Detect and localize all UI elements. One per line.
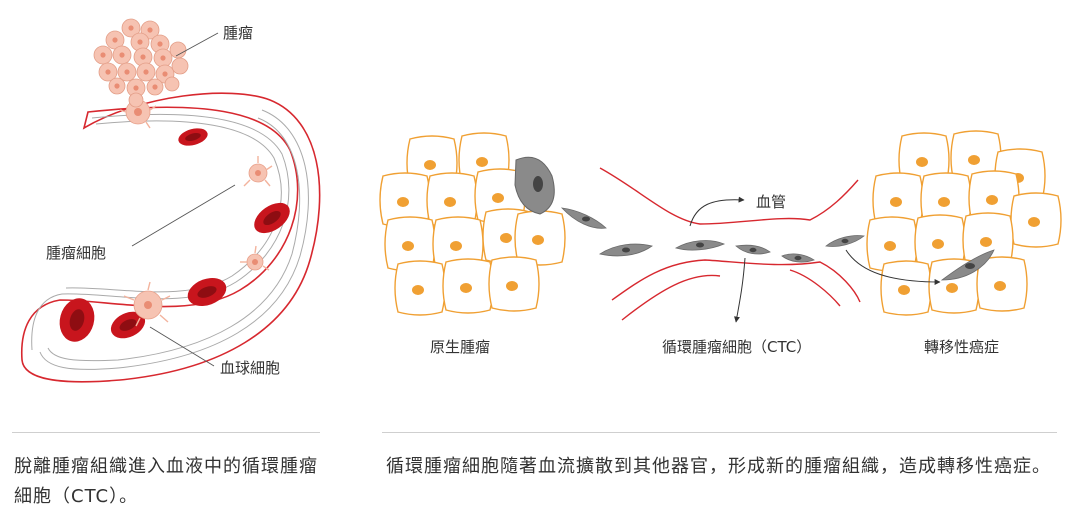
- left-vessel-illustration: 腫瘤 腫瘤細胞 血球細胞: [20, 18, 321, 383]
- label-primary-tumor: 原生腫瘤: [430, 338, 490, 356]
- label-blood-vessel: 血管: [756, 193, 786, 211]
- right-ctc-cells: [560, 207, 865, 263]
- metastatic-tumor-cluster: [866, 130, 1062, 316]
- vessel-outer-wall: [20, 92, 321, 383]
- ctc-arrow: [734, 257, 746, 323]
- label-blood-cell: 血球細胞: [220, 359, 280, 377]
- right-caption: 循環腫瘤細胞隨著血流擴散到其他器官，形成新的腫瘤組織，造成轉移性癌症。: [386, 456, 1051, 477]
- primary-tumor-cluster: [379, 132, 566, 316]
- vessel-arrow: [689, 196, 745, 227]
- label-metastatic-cancer: 轉移性癌症: [924, 338, 999, 356]
- tumor-mass: [93, 18, 189, 108]
- right-divider: [382, 432, 1057, 433]
- ctc-diagram: 腫瘤 腫瘤細胞 血球細胞: [20, 18, 1062, 383]
- label-tumor: 腫瘤: [223, 24, 253, 42]
- metastasis-arrow: [845, 249, 941, 285]
- left-divider: [12, 432, 320, 433]
- label-ctc: 循環腫瘤細胞（CTC）: [662, 338, 811, 356]
- red-blood-cells: [59, 128, 290, 342]
- left-caption: 脫離腫瘤組織進入血液中的循環腫瘤細胞（CTC）。: [14, 456, 318, 507]
- label-tumor-cell: 腫瘤細胞: [46, 244, 106, 262]
